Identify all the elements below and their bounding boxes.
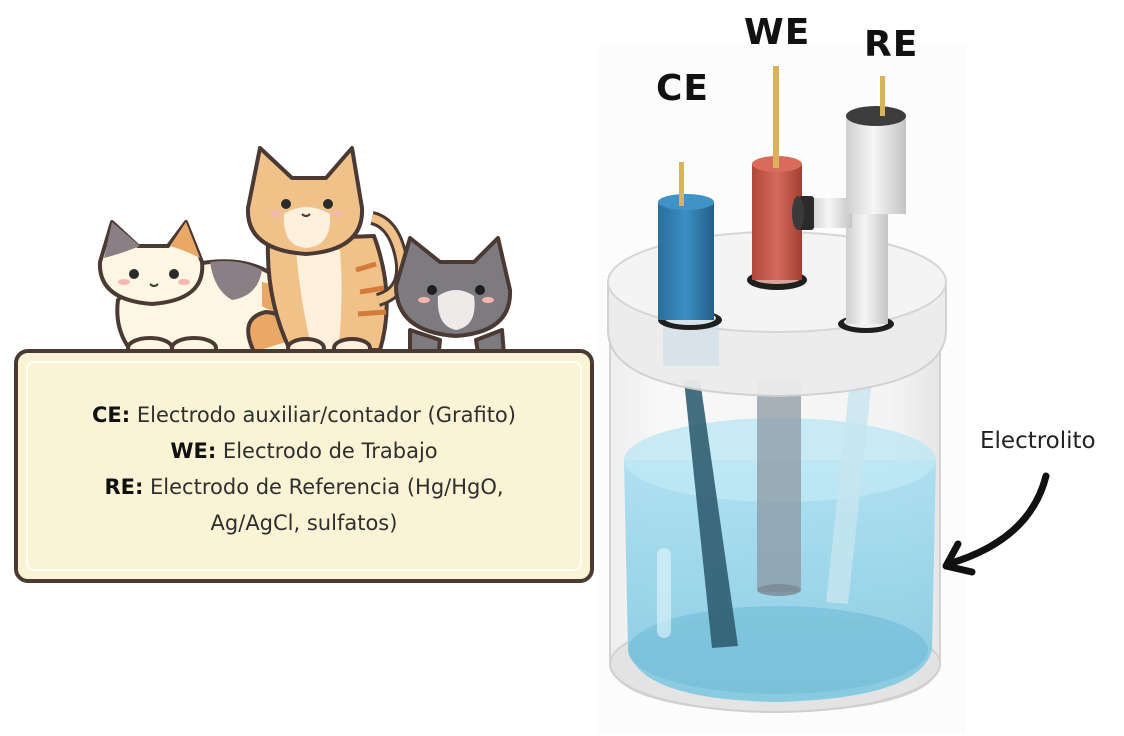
legend-term-we: WE:: [170, 439, 217, 463]
legend-card-border: [26, 361, 582, 571]
re-electrode: [792, 76, 906, 333]
we-electrode: [747, 66, 807, 290]
legend-term-re: RE:: [104, 475, 144, 499]
legend-desc-re-cont: Ag/AgCl, sulfatos): [210, 511, 398, 535]
legend-line-ce: CE: Electrodo auxiliar/contador (Grafito…: [18, 397, 590, 433]
legend-text: CE: Electrodo auxiliar/contador (Grafito…: [18, 397, 590, 541]
submerged-rods: [657, 380, 872, 648]
legend-line-re: RE: Electrodo de Referencia (Hg/HgO,: [18, 469, 590, 505]
legend-line-re-cont: Ag/AgCl, sulfatos): [18, 505, 590, 541]
electrolyte-label: Electrolito: [980, 428, 1096, 454]
legend-desc-we: Electrodo de Trabajo: [216, 439, 438, 463]
legend-line-we: WE: Electrodo de Trabajo: [18, 433, 590, 469]
legend-term-ce: CE:: [92, 403, 131, 427]
electrolyte-arrow: [942, 472, 1050, 576]
legend-desc-ce: Electrodo auxiliar/contador (Grafito): [130, 403, 516, 427]
legend-card: CE: Electrodo auxiliar/contador (Grafito…: [14, 349, 594, 583]
legend-desc-re: Electrodo de Referencia (Hg/HgO,: [143, 475, 504, 499]
we-label: WE: [744, 12, 811, 53]
ce-electrode: [658, 162, 722, 366]
ce-label: CE: [656, 68, 710, 109]
re-label: RE: [864, 24, 919, 65]
